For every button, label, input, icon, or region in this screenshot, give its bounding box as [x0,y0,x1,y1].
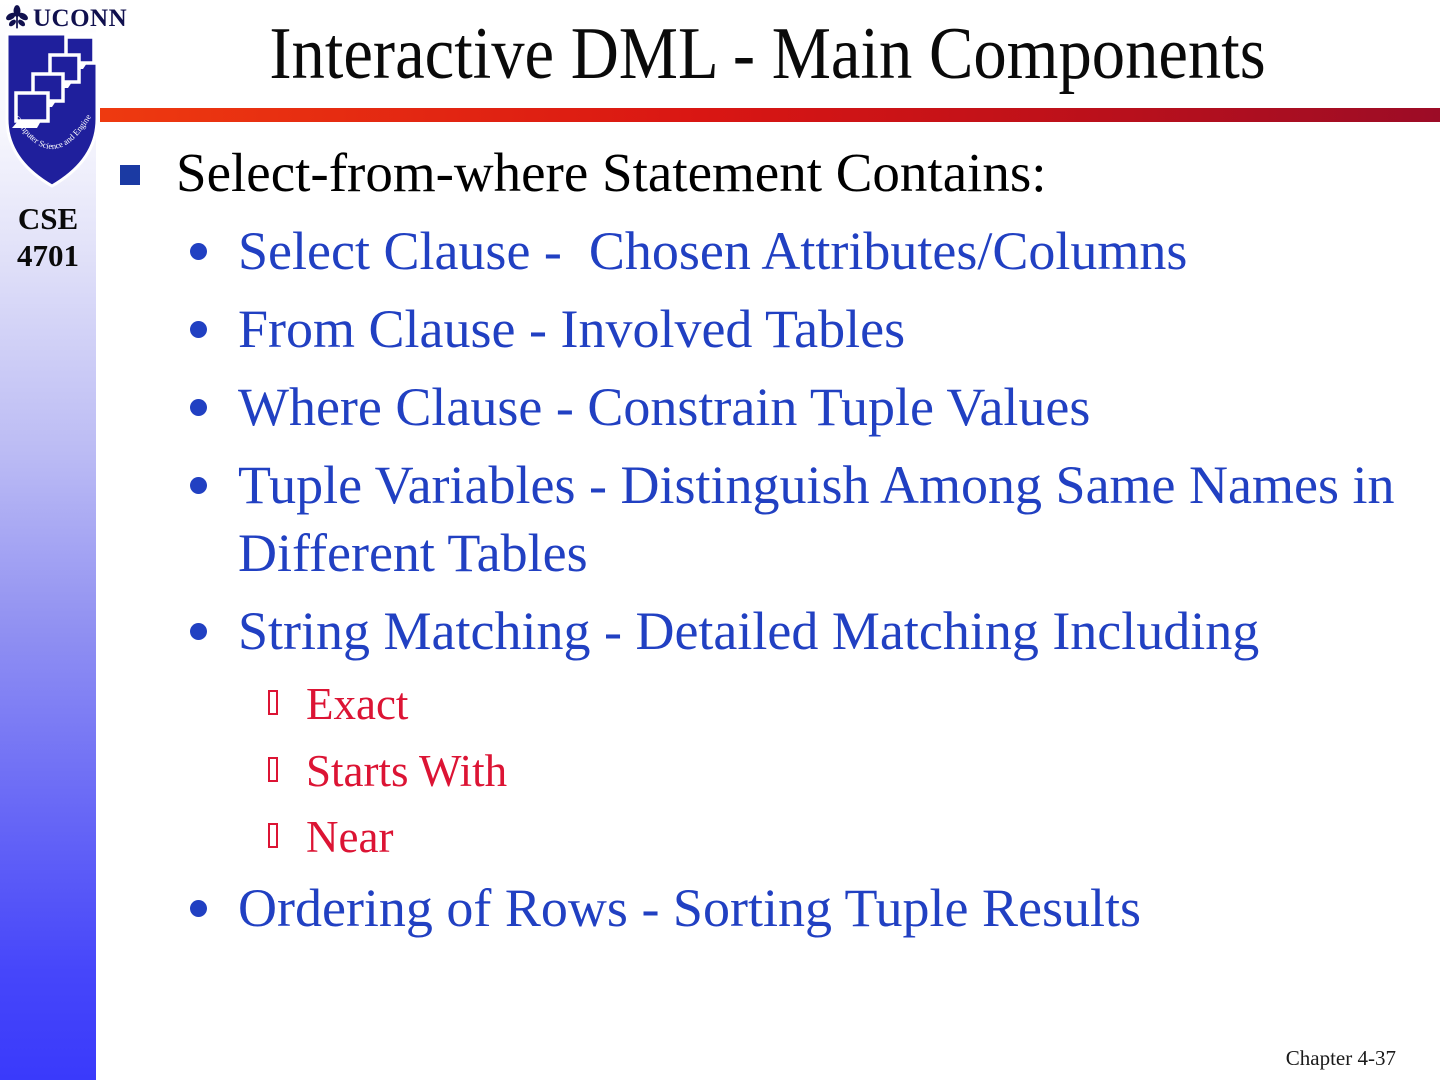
bullet-text: Tuple Variables - Distinguish Among Same… [238,455,1408,583]
bullet-text: String Matching - Detailed Matching Incl… [238,601,1260,661]
sub-bullet-exact: Exact [268,676,408,732]
uconn-wordmark: UCONN [33,5,128,32]
course-code-line2: 4701 [17,238,79,273]
cse-shield-icon: Computer Science and Engineering [0,23,102,189]
oak-leaf-icon [4,4,30,35]
sub-bullet-near: Near [268,809,393,865]
bullet-text: Where Clause - Constrain Tuple Values [238,377,1091,437]
dot-bullet-icon [190,623,207,640]
bullet-text: Ordering of Rows - Sorting Tuple Results [238,878,1142,938]
bullet-tuple-variables: Tuple Variables - Distinguish Among Same… [190,451,1403,587]
bullet-select-clause: Select Clause - Chosen Attributes/Column… [190,217,1187,285]
bullet-text: Select Clause - Chosen Attributes/Column… [238,221,1188,281]
dot-bullet-icon [190,243,207,260]
sub-bullet-text: Exact [306,679,409,729]
sidebar: UCONN [0,0,127,1080]
dot-bullet-icon [190,321,207,338]
title-divider [100,108,1440,122]
box-bullet-icon [268,757,278,782]
uconn-logo: UCONN [4,4,134,35]
dot-bullet-icon [190,399,207,416]
sub-bullet-text: Starts With [306,746,508,796]
sub-bullet-starts-with: Starts With [268,743,507,799]
box-bullet-icon [268,823,278,848]
heading-text: Select-from-where Statement Contains: [176,142,1047,203]
title-band: Interactive DML - Main Components [96,6,1440,106]
course-code-line1: CSE [17,201,79,236]
bullet-string-matching: String Matching - Detailed Matching Incl… [190,597,1259,665]
course-code: CSE 4701 [0,200,96,274]
page-number: Chapter 4-37 [1285,1046,1396,1070]
sub-bullet-text: Near [306,812,394,862]
box-bullet-icon [268,690,278,715]
bullet-text: From Clause - Involved Tables [238,299,906,359]
bullet-where-clause: Where Clause - Constrain Tuple Values [190,373,1090,441]
heading-row: Select-from-where Statement Contains: [120,138,1047,208]
square-bullet-icon [120,165,140,185]
slide-title: Interactive DML - Main Components [269,13,1267,95]
bullet-ordering-of-rows: Ordering of Rows - Sorting Tuple Results [190,874,1141,942]
bullet-from-clause: From Clause - Involved Tables [190,295,905,363]
dot-bullet-icon [190,900,207,917]
dot-bullet-icon [190,477,207,494]
